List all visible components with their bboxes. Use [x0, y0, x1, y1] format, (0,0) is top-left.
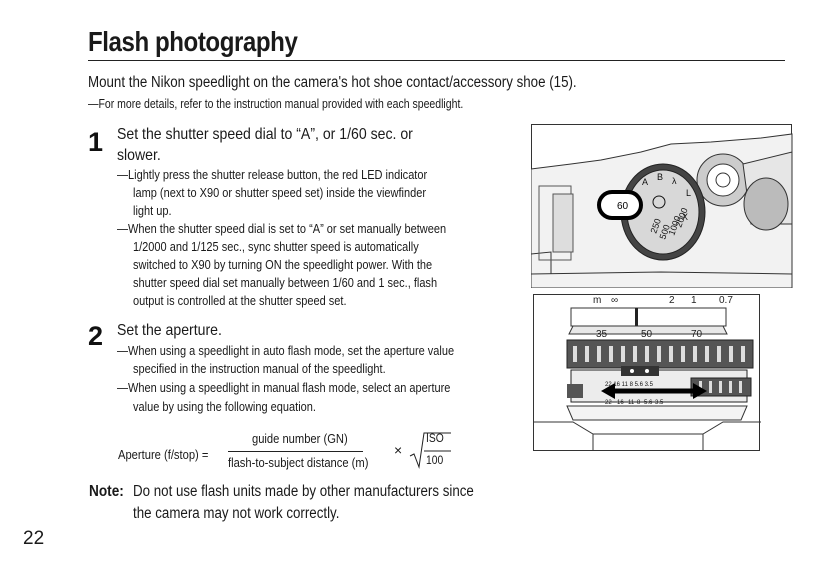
aperture-ring-partial: 22 16 11 8 5.6 3.5: [605, 382, 654, 388]
intro-text: Mount the Nikon speedlight on the camera…: [88, 74, 577, 91]
step-2-bullet-line: —When using a speedlight in manual flash…: [117, 380, 451, 395]
formula-numerator: guide number (GN): [252, 431, 348, 446]
shutter-dial-illustration: A B λ L X 250 500 1000 2000 60: [531, 124, 793, 288]
aperture-ring-illustration: m ∞ 2 1 0.7 35 50 70: [533, 294, 761, 451]
intro-note: —For more details, refer to the instruct…: [88, 97, 464, 111]
step-1-bullet-line: —Lightly press the shutter release butto…: [117, 167, 428, 182]
focal-mark: 35: [596, 329, 608, 340]
formula-label: Aperture (f/stop) =: [118, 447, 209, 462]
sqrt-numerator: ISO: [426, 431, 444, 445]
dial-label: λ: [672, 176, 677, 186]
dial-label: A: [642, 177, 648, 187]
dial-label: 250: [648, 217, 663, 235]
step-1-bullet-line: shutter speed dial set manually between …: [133, 275, 438, 290]
aperture-value: 16: [617, 400, 624, 406]
focal-mark: 50: [641, 329, 653, 340]
note-label: Note:: [89, 483, 124, 500]
distance-mark: ∞: [611, 295, 618, 306]
aperture-value: 11: [628, 400, 635, 406]
step-1-bullet-line: switched to X90 by turning ON the speedl…: [133, 257, 433, 272]
fraction-bar: [228, 451, 363, 452]
step-2-heading: Set the aperture.: [117, 322, 222, 339]
dial-label: 500: [657, 223, 672, 241]
sqrt-symbol: [409, 432, 451, 469]
step-2-bullet-line: specified in the instruction manual of t…: [133, 361, 386, 376]
page-title: Flash photography: [88, 26, 298, 57]
step-1-bullet-line: output is controlled at the shutter spee…: [133, 293, 347, 308]
focal-mark: 70: [691, 329, 703, 340]
aperture-value: 8: [637, 400, 641, 406]
step-1-number: 1: [88, 127, 104, 157]
dial-label: X: [682, 212, 688, 222]
step-1-bullet-line: light up.: [133, 203, 172, 218]
aperture-value: 5.6: [644, 400, 653, 406]
note-line: the camera may not work correctly.: [133, 505, 340, 522]
sqrt-denominator: 100: [426, 453, 444, 467]
formula-denominator: flash-to-subject distance (m): [228, 455, 369, 470]
aperture-value: 22: [605, 400, 612, 406]
step-1-bullet-line: lamp (next to X90 or shutter speed set) …: [133, 185, 427, 200]
step-2-number: 2: [88, 321, 104, 351]
step-1-heading-line-2: slower.: [117, 147, 161, 164]
dial-label: B: [657, 172, 663, 182]
page-number: 22: [23, 528, 45, 549]
dial-label: 60: [617, 201, 629, 212]
step-1-bullet-line: —When the shutter speed dial is set to “…: [117, 221, 447, 236]
note-line: Do not use flash units made by other man…: [133, 483, 474, 500]
step-1-bullet-line: 1/2000 and 1/125 sec., sync shutter spee…: [133, 239, 419, 254]
aperture-value: 3.5: [655, 400, 664, 406]
distance-mark: 1: [691, 295, 697, 306]
multiply-sign: ×: [394, 442, 403, 458]
step-1-heading-line-1: Set the shutter speed dial to “A”, or 1/…: [117, 126, 413, 143]
step-2-bullet-line: —When using a speedlight in auto flash m…: [117, 343, 455, 358]
step-2-bullet-line: value by using the following equation.: [133, 399, 316, 414]
distance-mark: 0.7: [719, 295, 733, 306]
dial-label: L: [686, 188, 691, 198]
distance-mark: m: [593, 295, 601, 306]
title-rule: [88, 60, 785, 61]
distance-mark: 2: [669, 295, 675, 306]
